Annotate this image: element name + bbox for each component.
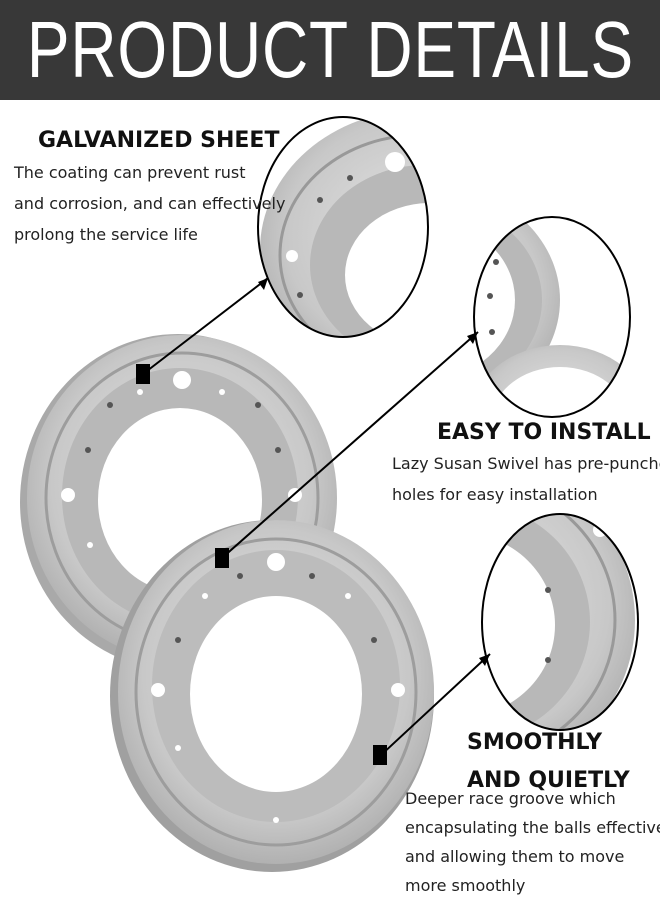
description-line: and corrosion, and can effectively: [14, 194, 286, 213]
callout-galvanized: [136, 277, 269, 384]
feature-description-smooth: Deeper race groove which encapsulating t…: [405, 784, 660, 900]
feature-description-install: Lazy Susan Swivel has pre-punched holes …: [392, 448, 660, 510]
description-line: and allowing them to move: [405, 847, 625, 866]
description-line: Deeper race groove which: [405, 789, 616, 808]
header-banner: PRODUCT DETAILS: [0, 0, 660, 100]
feature-title-install: EASY TO INSTALL: [437, 420, 651, 445]
marker-square: [215, 548, 229, 568]
description-line: encapsulating the balls effectively: [405, 818, 660, 837]
feature-description-galvanized: The coating can prevent rust and corrosi…: [14, 157, 285, 250]
page-title: PRODUCT DETAILS: [26, 5, 634, 94]
marker-square: [373, 745, 387, 765]
zoom-detail-galvanized: [257, 116, 429, 338]
feature-title-galvanized: GALVANIZED SHEET: [38, 128, 280, 153]
description-line: prolong the service life: [14, 225, 198, 244]
marker-square: [136, 364, 150, 384]
feature-title-smooth: SMOOTHLY AND QUIETLY: [467, 730, 630, 793]
callout-smooth: [373, 653, 491, 765]
zoom-detail-smooth: [481, 513, 639, 731]
description-line: holes for easy installation: [392, 485, 598, 504]
turntable-front: [110, 520, 434, 872]
description-line: The coating can prevent rust: [14, 163, 246, 182]
description-line: more smoothly: [405, 876, 526, 895]
callout-install: [215, 331, 479, 568]
description-line: Lazy Susan Swivel has pre-punched: [392, 454, 660, 473]
